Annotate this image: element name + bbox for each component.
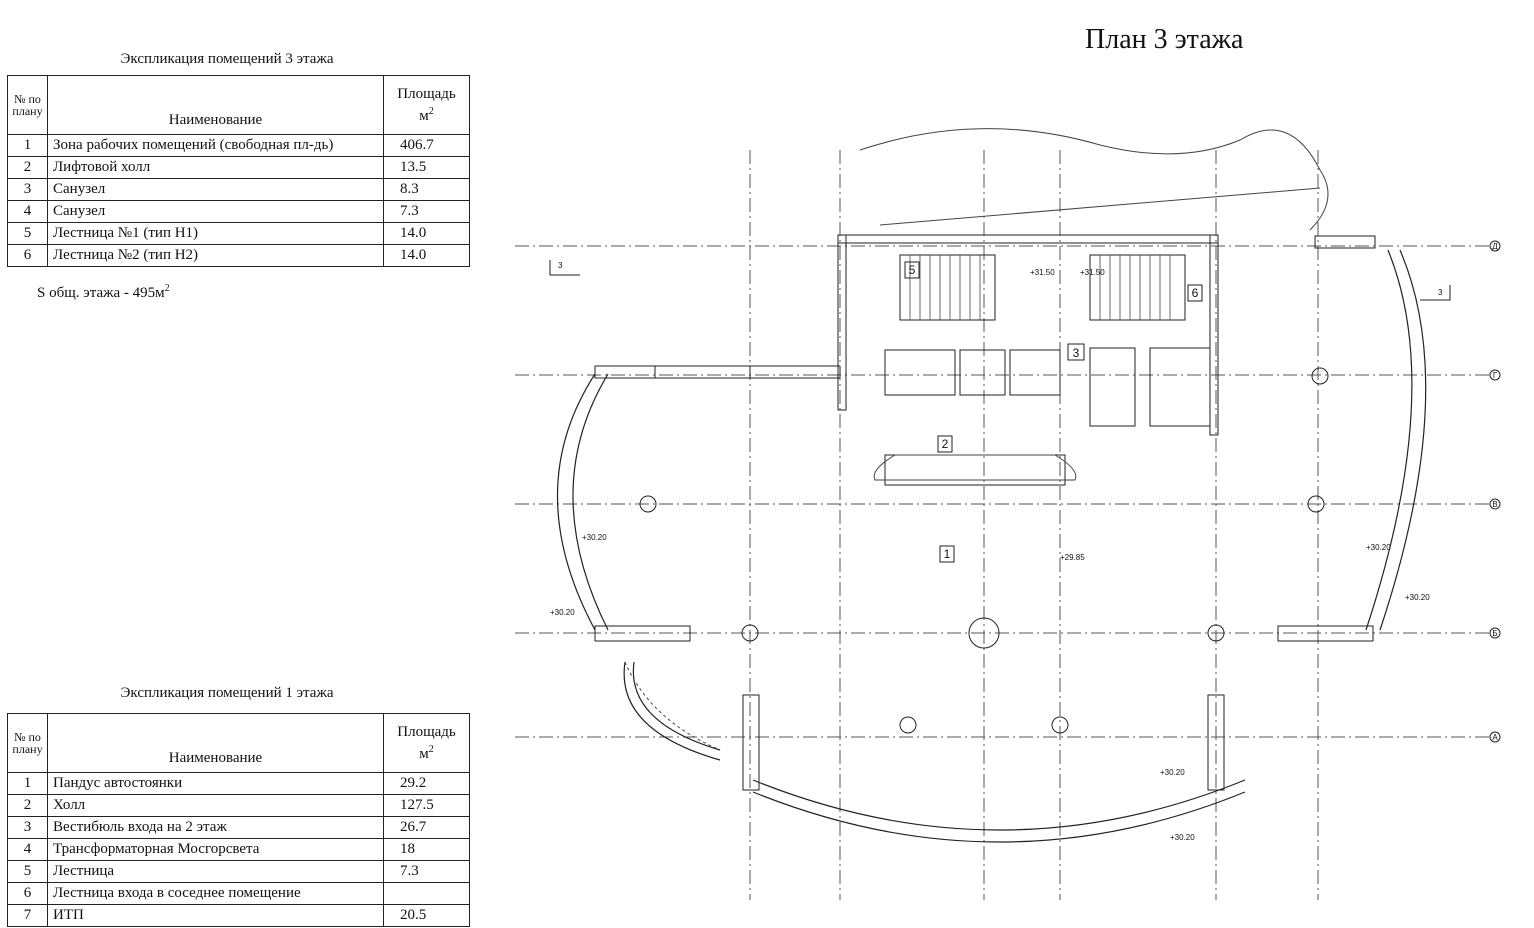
row-name: Санузел <box>47 200 384 223</box>
row-name: Санузел <box>47 178 384 201</box>
table1-caption: Экспликация помещений 1 этажа <box>120 685 334 701</box>
plan-title: План 3 этажа <box>1085 24 1244 55</box>
columns <box>639 367 1329 734</box>
row-number: 4 <box>7 838 48 861</box>
row-area: 26.7 <box>383 816 470 839</box>
row-number: 6 <box>7 244 48 267</box>
row-number: 1 <box>7 772 48 795</box>
row-name: Лестница №1 (тип Н1) <box>47 222 384 245</box>
table1-header-area: Площадь м2 <box>383 713 470 773</box>
section-mark: 3 <box>1438 288 1443 297</box>
row-area: 406.7 <box>383 134 470 157</box>
row-number: 5 <box>7 222 48 245</box>
axis-mark-g: Г <box>1493 371 1498 380</box>
level-mark: +30.20 <box>1366 543 1391 552</box>
core-walls <box>594 234 1376 791</box>
row-name: ИТП <box>47 904 384 927</box>
room-tag-5: 5 <box>909 263 916 277</box>
grid-axes <box>515 150 1490 900</box>
row-name: Лифтовой холл <box>47 156 384 179</box>
axis-mark-b: Б <box>1492 629 1497 638</box>
row-area: 8.3 <box>383 178 470 201</box>
row-area: 127.5 <box>383 794 470 817</box>
table1-header-name: Наименование <box>47 713 384 773</box>
level-mark: +30.20 <box>1160 768 1185 777</box>
row-name: Холл <box>47 794 384 817</box>
section-mark: 3 <box>558 261 563 270</box>
row-name: Трансформаторная Мосгорсвета <box>47 838 384 861</box>
row-area <box>383 882 470 905</box>
level-mark: +30.20 <box>1170 833 1195 842</box>
row-name: Зона рабочих помещений (свободная пл-дь) <box>47 134 384 157</box>
level-mark: +31.50 <box>1080 268 1105 277</box>
row-area: 20.5 <box>383 904 470 927</box>
room-tag-1: 1 <box>944 547 951 561</box>
outer-wall <box>557 249 1427 843</box>
level-mark: +30.20 <box>582 533 607 542</box>
row-area: 18 <box>383 838 470 861</box>
level-mark: +30.20 <box>1405 593 1430 602</box>
axis-mark-v: В <box>1492 500 1497 509</box>
row-name: Лестница <box>47 860 384 883</box>
row-area: 14.0 <box>383 222 470 245</box>
row-area: 13.5 <box>383 156 470 179</box>
room-tag-6: 6 <box>1192 286 1199 300</box>
floor-plan-drawing: 1 2 3 5 6 +31.50 +31.50 +29.85 +30.20 +3… <box>515 128 1501 900</box>
row-name: Лестница №2 (тип Н2) <box>47 244 384 267</box>
row-number: 6 <box>7 882 48 905</box>
row-area: 7.3 <box>383 200 470 223</box>
table3-header-area: Площадь м2 <box>383 75 470 135</box>
row-area: 14.0 <box>383 244 470 267</box>
table3-header-num: № по плану <box>7 75 48 135</box>
table3-header-name: Наименование <box>47 75 384 135</box>
row-number: 7 <box>7 904 48 927</box>
row-number: 2 <box>7 156 48 179</box>
row-area: 7.3 <box>383 860 470 883</box>
level-mark: +30.20 <box>550 608 575 617</box>
row-number: 5 <box>7 860 48 883</box>
floor-total-area: S общ. этажа - 495м2 <box>37 283 170 301</box>
table3-caption: Экспликация помещений 3 этажа <box>120 51 334 67</box>
level-mark: +29.85 <box>1060 553 1085 562</box>
level-mark: +31.50 <box>1030 268 1055 277</box>
row-area: 29.2 <box>383 772 470 795</box>
stair-treads <box>909 255 1171 320</box>
row-name: Вестибюль входа на 2 этаж <box>47 816 384 839</box>
row-number: 3 <box>7 816 48 839</box>
axis-mark-a: А <box>1492 733 1498 742</box>
axis-bubbles <box>1489 240 1501 743</box>
table1-header-num: № по плану <box>7 713 48 773</box>
room-tag-2: 2 <box>942 437 949 451</box>
row-number: 3 <box>7 178 48 201</box>
row-number: 1 <box>7 134 48 157</box>
axis-mark-d: Д <box>1492 242 1498 251</box>
room-tag-3: 3 <box>1073 346 1080 360</box>
row-name: Пандус автостоянки <box>47 772 384 795</box>
row-name: Лестница входа в соседнее помещение <box>47 882 384 905</box>
row-number: 4 <box>7 200 48 223</box>
row-number: 2 <box>7 794 48 817</box>
